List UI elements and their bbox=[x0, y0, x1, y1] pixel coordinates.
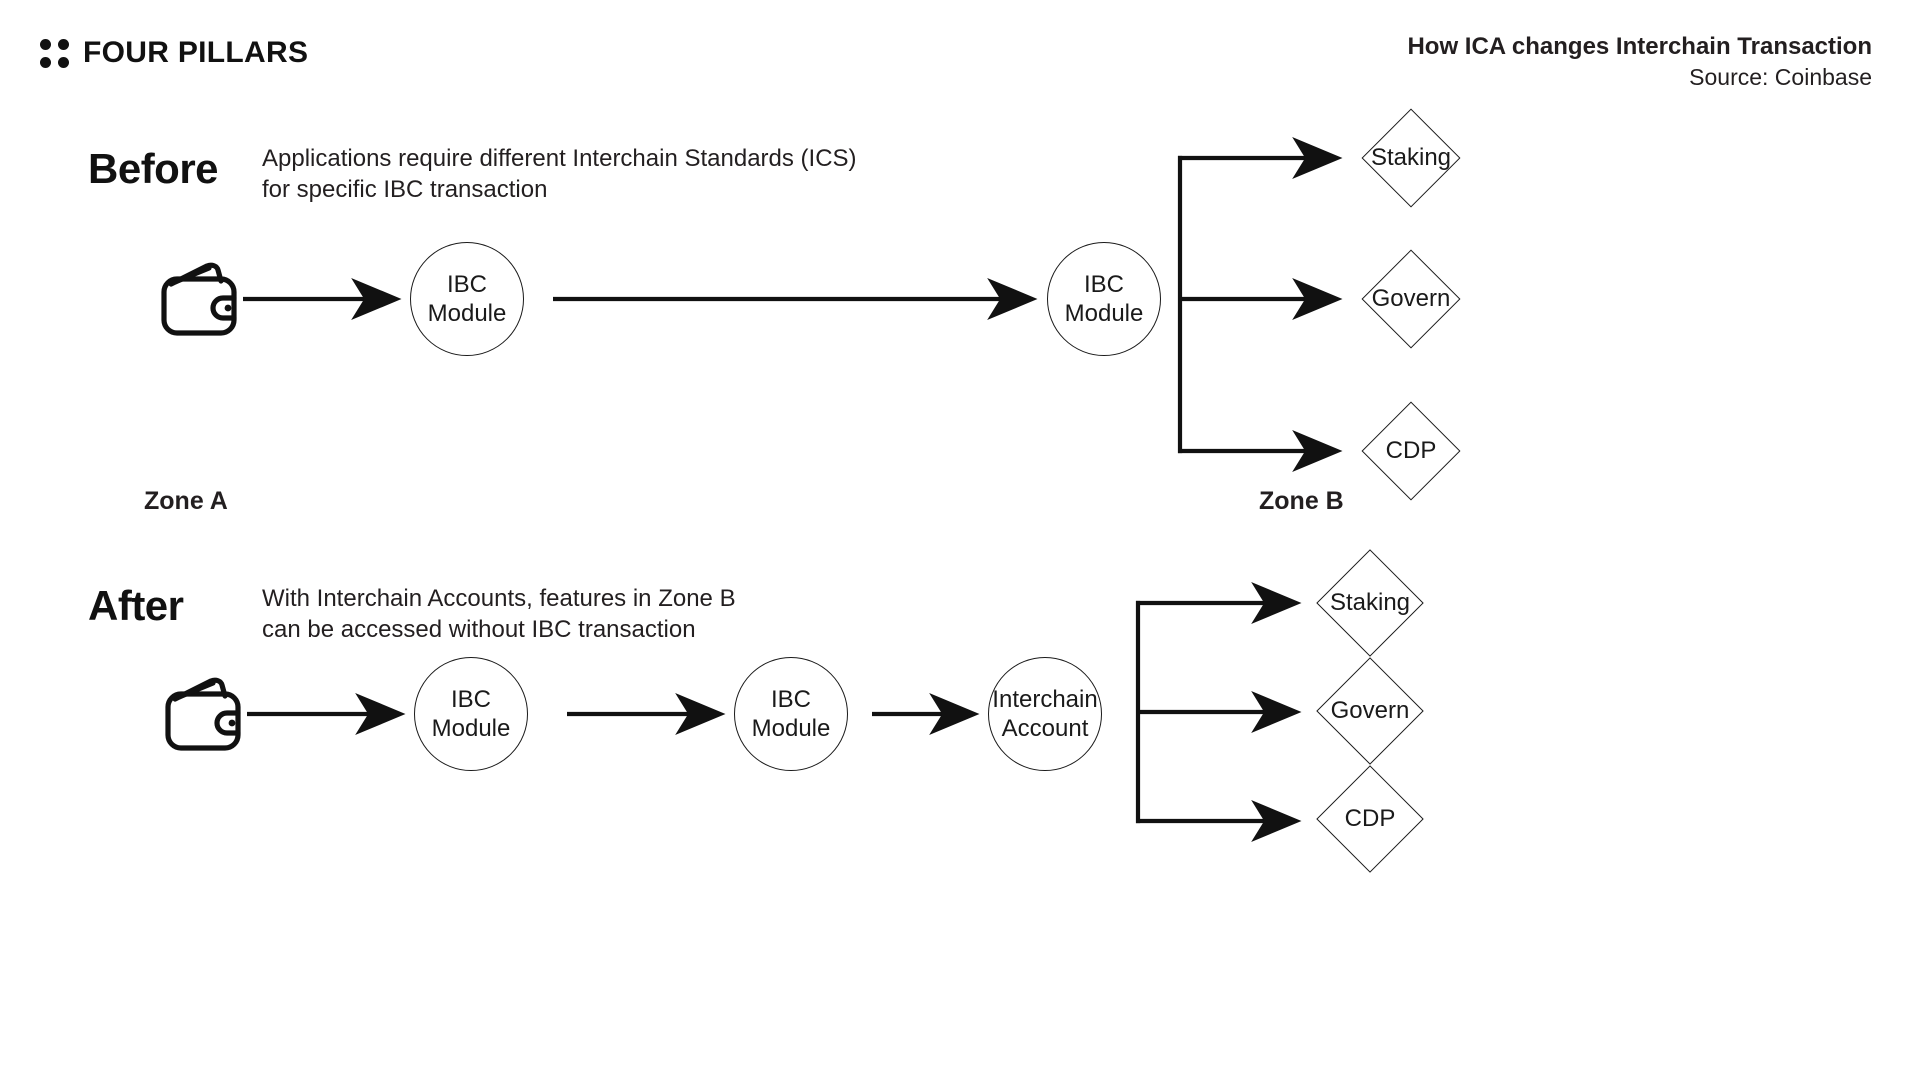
node-label: IBC Module bbox=[751, 685, 831, 742]
node-label: Govern bbox=[1330, 697, 1410, 724]
brand-name: FOUR PILLARS bbox=[83, 36, 309, 69]
four-dots-icon bbox=[40, 38, 69, 68]
zone-a-label-before: Zone A bbox=[144, 487, 228, 515]
node-staking-before[interactable]: Staking bbox=[1349, 108, 1473, 208]
source-credit: Source: Coinbase bbox=[1689, 63, 1872, 90]
section-description-after: With Interchain Accounts, features in Zo… bbox=[262, 585, 736, 643]
node-ibc-module-a-after[interactable]: IBC Module bbox=[414, 657, 528, 771]
page-title: How ICA changes Interchain Transaction bbox=[1407, 33, 1872, 60]
section-label-after: After bbox=[88, 582, 184, 629]
node-cdp-after[interactable]: CDP bbox=[1308, 765, 1432, 873]
wallet-icon bbox=[165, 677, 241, 751]
node-label: IBC Module bbox=[1064, 270, 1144, 327]
zone-b-label-before: Zone B bbox=[1259, 487, 1344, 515]
node-govern-before[interactable]: Govern bbox=[1349, 249, 1473, 349]
node-ibc-module-a-before[interactable]: IBC Module bbox=[410, 242, 524, 356]
node-govern-after[interactable]: Govern bbox=[1308, 657, 1432, 765]
node-label: CDP bbox=[1344, 805, 1396, 832]
node-interchain-account-after[interactable]: Interchain Account bbox=[988, 657, 1102, 771]
node-label: Govern bbox=[1371, 285, 1451, 312]
node-ibc-module-b-before[interactable]: IBC Module bbox=[1047, 242, 1161, 356]
node-label: CDP bbox=[1385, 437, 1437, 464]
node-label: IBC Module bbox=[431, 685, 511, 742]
node-label: Staking bbox=[1370, 144, 1452, 171]
node-cdp-before[interactable]: CDP bbox=[1349, 401, 1473, 501]
node-label: IBC Module bbox=[427, 270, 507, 327]
header-block: How ICA changes Interchain Transaction S… bbox=[1407, 32, 1872, 92]
section-label-before: Before bbox=[88, 145, 219, 192]
node-ibc-module-b-after[interactable]: IBC Module bbox=[734, 657, 848, 771]
section-description-before: Applications require different Interchai… bbox=[262, 145, 857, 203]
brand-logo: FOUR PILLARS bbox=[40, 36, 308, 70]
node-label: Staking bbox=[1329, 589, 1411, 616]
node-staking-after[interactable]: Staking bbox=[1308, 549, 1432, 657]
node-label: Interchain Account bbox=[992, 685, 1098, 742]
wallet-icon bbox=[161, 262, 237, 336]
